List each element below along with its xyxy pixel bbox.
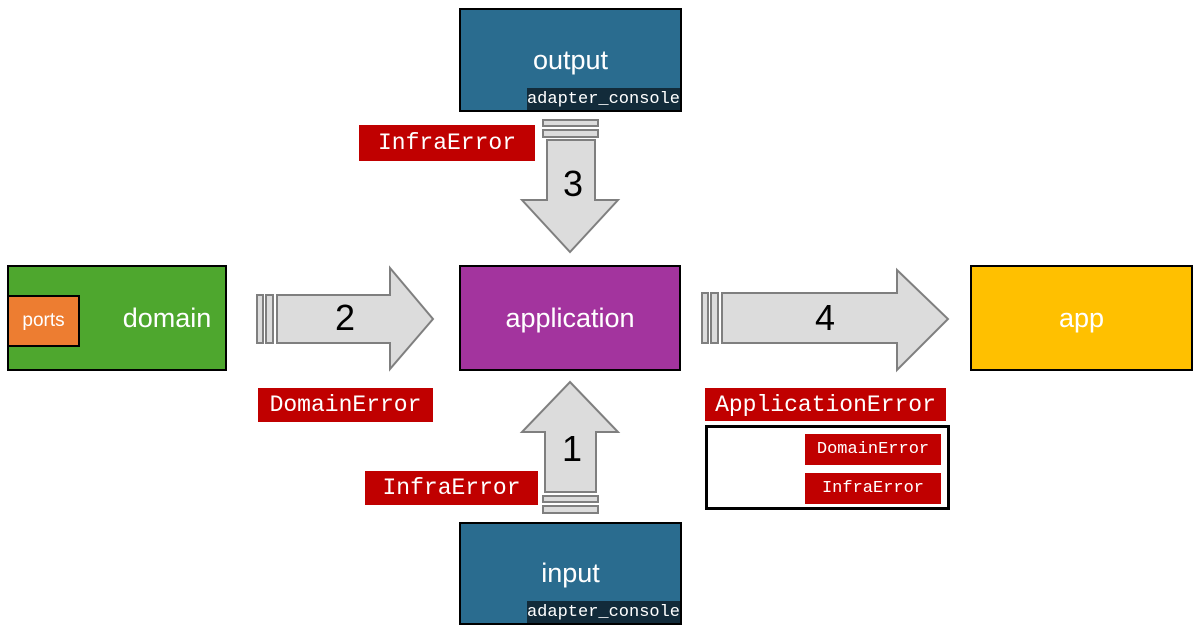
- domain-label: domain: [122, 302, 212, 333]
- application-error-group-box: DomainError InfraError: [705, 425, 950, 510]
- arrow-2-number: 2: [334, 297, 356, 338]
- domain-node: domain ports: [7, 265, 227, 371]
- arrow-1-number: 1: [561, 428, 583, 469]
- ports-node: ports: [7, 295, 80, 347]
- domain-error-child-label: DomainError: [805, 434, 941, 465]
- arrow-4-right-icon: [701, 267, 950, 373]
- app-node: app: [970, 265, 1193, 371]
- application-node: application: [459, 265, 681, 371]
- input-adapter-console-badge: adapter_console: [526, 601, 681, 623]
- input-node: input adapter_console: [459, 522, 682, 625]
- output-node: output adapter_console: [459, 8, 682, 112]
- arrow-3-number: 3: [562, 163, 584, 204]
- input-label: input: [541, 558, 600, 588]
- app-label: app: [1058, 302, 1105, 333]
- arrow-1-up-icon: [519, 380, 621, 514]
- arrow-4-number: 4: [814, 297, 836, 338]
- infra-error-label-bottom: InfraError: [365, 471, 538, 505]
- domain-error-label: DomainError: [258, 388, 433, 422]
- arrow-2-right-icon: [256, 265, 435, 372]
- application-label: application: [505, 302, 635, 333]
- arrow-3-down-icon: [519, 119, 621, 254]
- infra-error-label-top: InfraError: [359, 125, 535, 161]
- infra-error-child-label: InfraError: [805, 473, 941, 504]
- output-adapter-console-badge: adapter_console: [526, 88, 681, 110]
- output-label: output: [532, 44, 609, 75]
- application-error-label: ApplicationError: [705, 388, 946, 421]
